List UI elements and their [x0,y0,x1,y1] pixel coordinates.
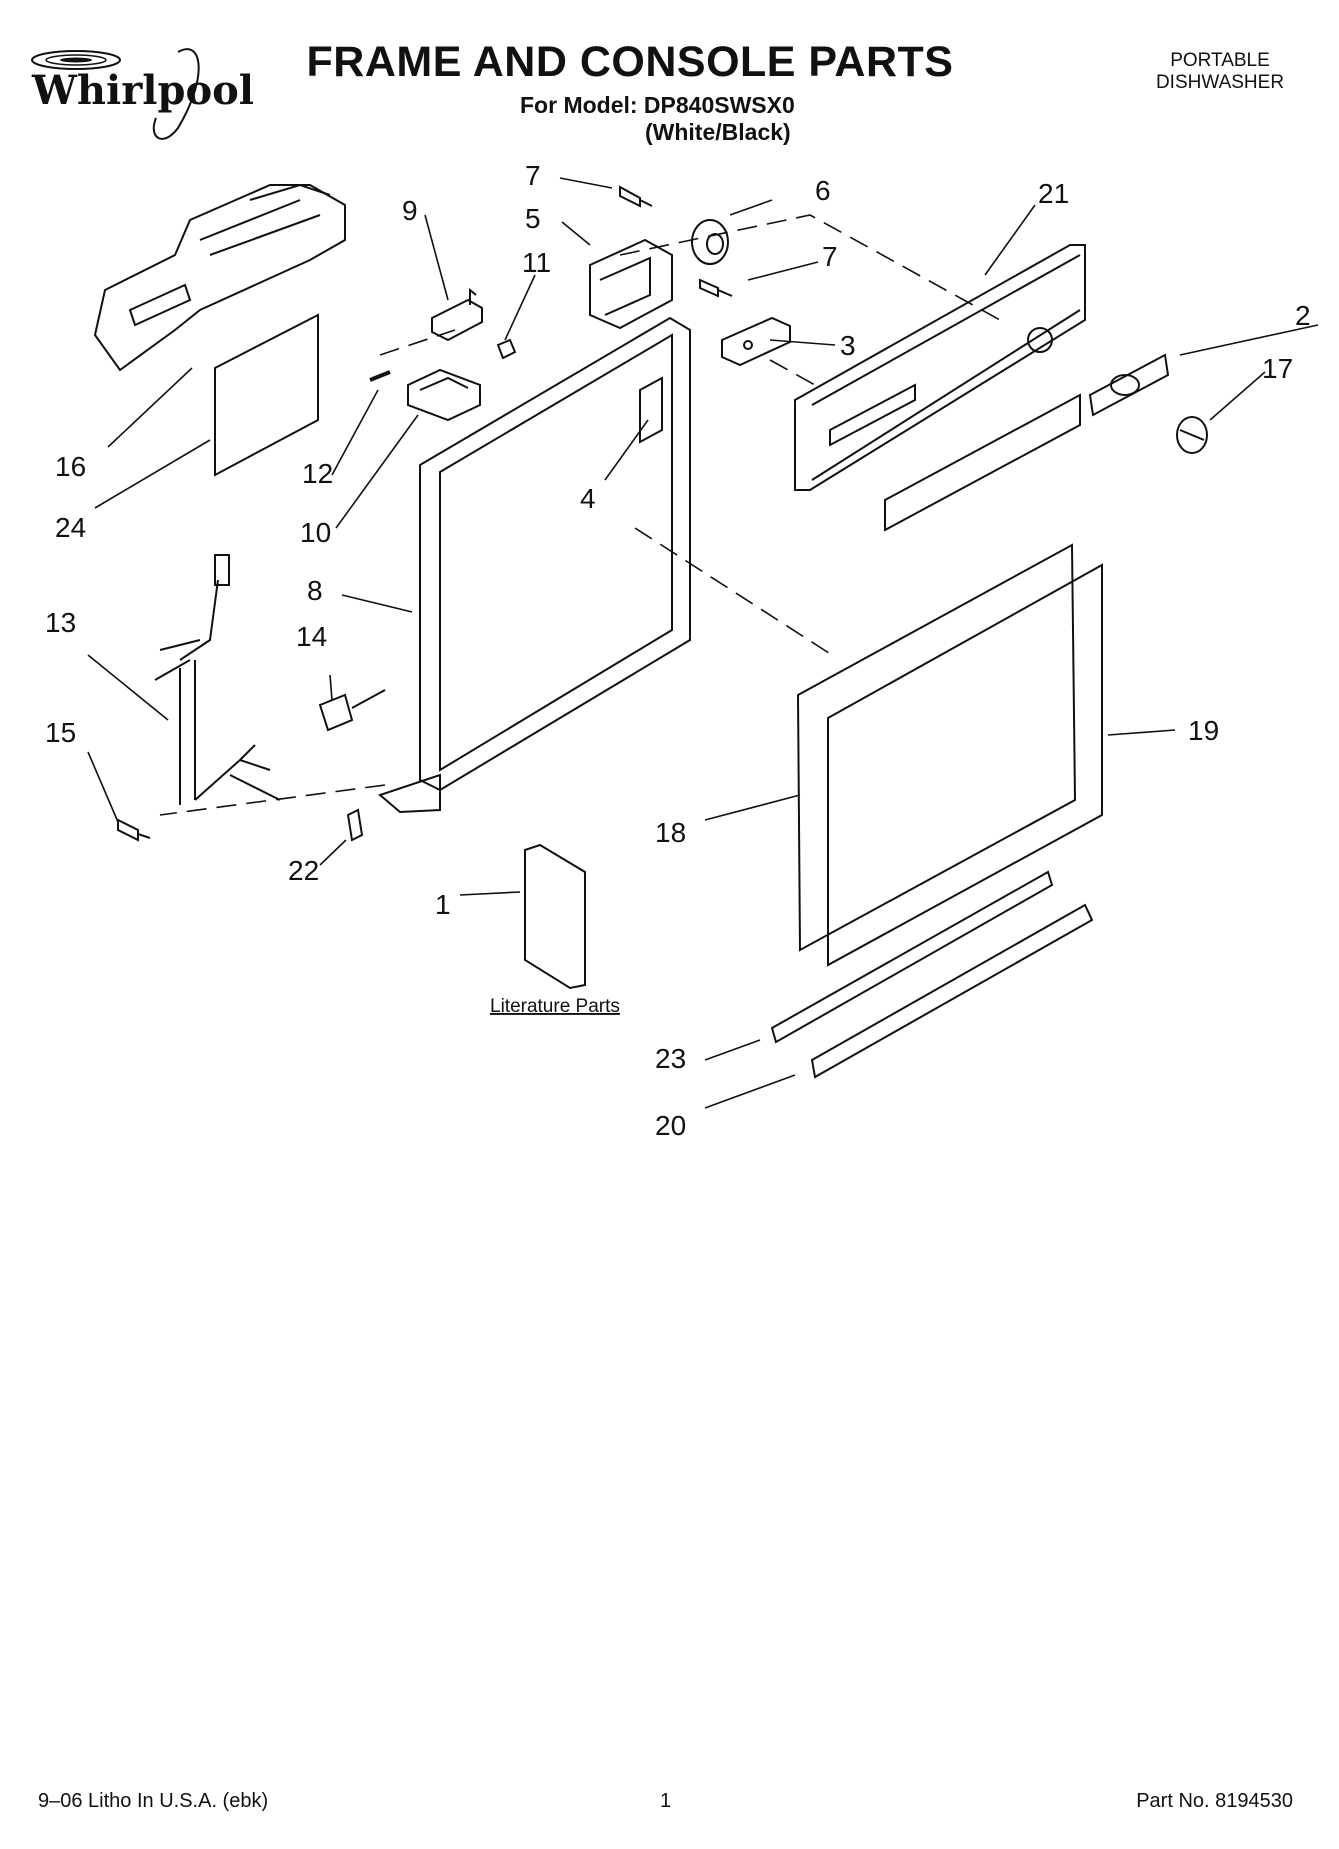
part-6-knob [691,219,729,265]
callout-21: 21 [1038,178,1069,209]
part-9-switch [431,287,483,342]
callout-19: 19 [1188,715,1219,746]
callout-4: 4 [580,483,596,514]
literature-parts-label: Literature Parts [490,996,620,1017]
part-18-door-panel [796,543,1077,952]
part-24-shield [214,313,319,477]
part-8-door-frame [378,316,691,814]
part-11-clip [496,338,517,360]
callout-6: 6 [815,175,831,206]
leader-lines [87,177,1319,1109]
model-colorway: (White/Black) [645,119,791,145]
callout-17: 17 [1262,353,1293,384]
part-16-console-housing [93,183,346,372]
product-type-line1: PORTABLE [1170,50,1270,71]
product-type-line2: DISHWASHER [1155,72,1285,93]
callout-14: 14 [296,621,327,652]
callout-2: 2 [1295,300,1311,331]
footer-litho: 9–06 Litho In U.S.A. (ebk) [38,1790,269,1812]
part-5-controller [589,238,673,330]
part-20-kickplate [810,903,1094,1079]
callout-numbers: 1 2 3 4 5 6 7 7 8 9 10 11 12 13 14 15 16… [45,160,1311,1141]
part-1-literature [524,843,586,990]
model-line: For Model: DP840SWSX0 [520,92,795,118]
product-type: PORTABLE DISHWASHER [1120,50,1320,94]
callout-24: 24 [55,512,86,543]
callout-3: 3 [840,330,856,361]
callout-16: 16 [55,451,86,482]
callout-15: 15 [45,717,76,748]
callout-7-mid: 7 [822,241,838,272]
callout-10: 10 [300,517,331,548]
page-title: FRAME AND CONSOLE PARTS [306,38,954,86]
callout-13: 13 [45,607,76,638]
part-12-strip [369,370,391,382]
part-10-bracket [407,368,481,422]
part-13-wire-harness [154,554,281,805]
part-17-selector-knob [1176,416,1208,454]
whirlpool-logo: Whirlpool [31,48,254,140]
callout-18: 18 [655,817,686,848]
callout-1: 1 [435,889,451,920]
part-21-control-panel [794,244,1086,491]
svg-text:Whirlpool: Whirlpool [31,67,254,114]
part-22-clip [346,808,364,842]
callout-7-top: 7 [525,160,541,191]
part-23-trim [770,870,1054,1044]
footer-page-number: 1 [660,1790,672,1812]
callout-22: 22 [288,855,319,886]
part-2-badge [1088,353,1170,417]
part-19-door-insert [827,563,1103,967]
callout-9: 9 [402,195,418,226]
callout-5: 5 [525,203,541,234]
footer-part-number: Part No. 8194530 [1136,1790,1293,1812]
part-21-overlay-strip [884,393,1081,532]
part-7-screw-top [619,185,653,208]
part-7-screw-mid [699,278,733,298]
part-14-connector [318,689,386,732]
callout-12: 12 [302,458,333,489]
callout-8: 8 [307,575,323,606]
part-15-screw [117,818,151,842]
callout-11: 11 [522,247,551,278]
callout-20: 20 [655,1110,686,1141]
callout-23: 23 [655,1043,686,1074]
model-info: For Model: DP840SWSX0 (White/Black) [520,92,795,146]
